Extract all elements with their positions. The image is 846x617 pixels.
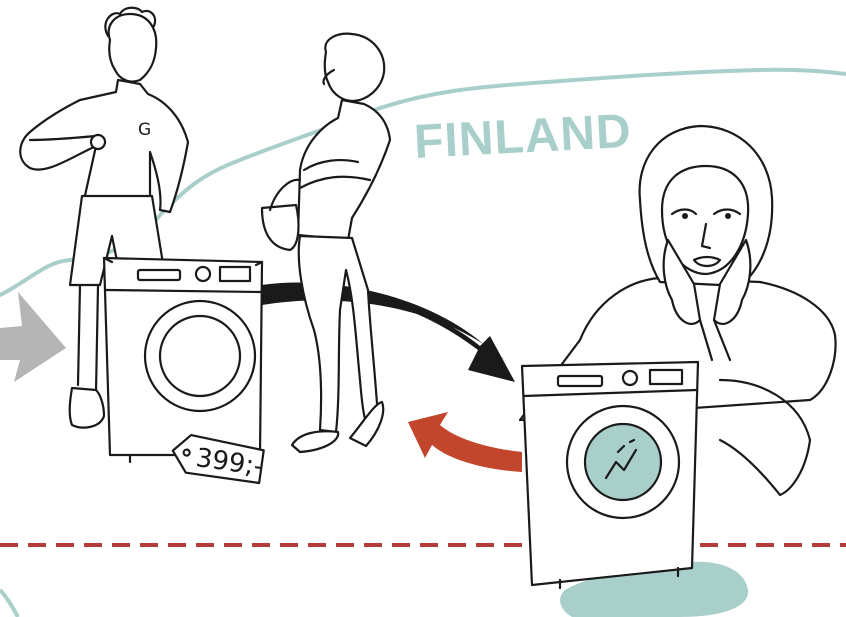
shirt-logo: G [138, 120, 151, 140]
red-arrow-icon [408, 412, 522, 472]
washing-machine-icon [522, 362, 698, 588]
washing-machine-icon [104, 258, 262, 462]
country-label: FINLAND [413, 105, 633, 169]
grey-arrow-icon [0, 292, 66, 382]
woman-figure [262, 34, 390, 452]
